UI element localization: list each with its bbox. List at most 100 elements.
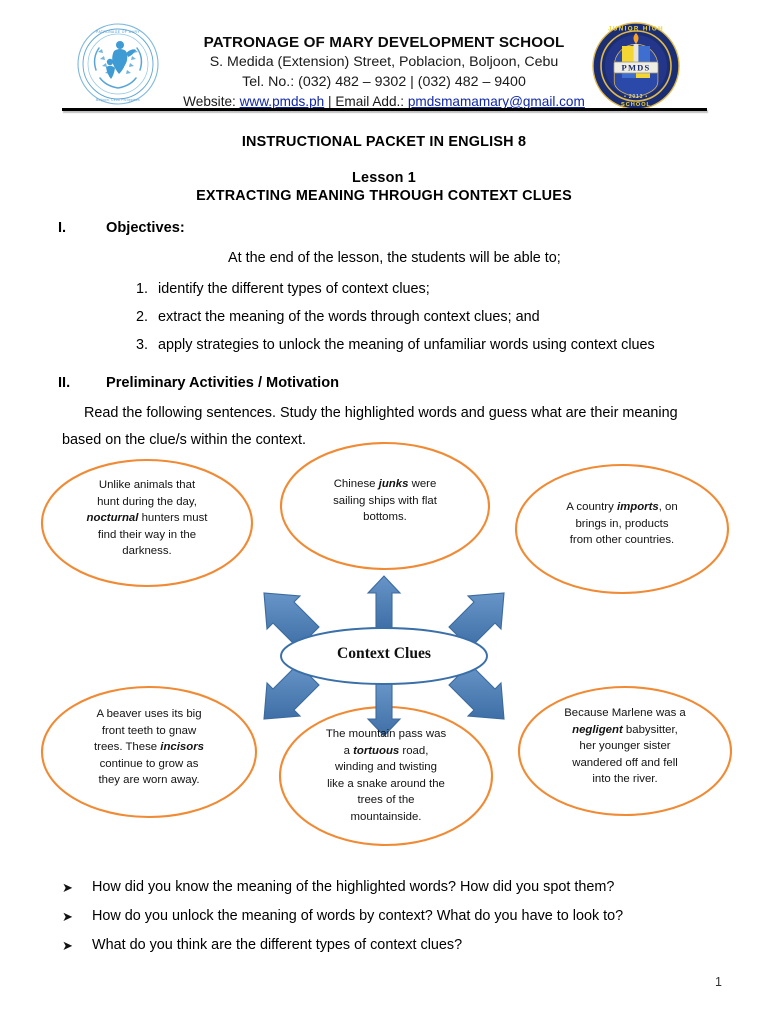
diagram-canvas xyxy=(40,441,733,847)
oval-incisors-text: A beaver uses its big front teeth to gnaw… xyxy=(49,706,249,789)
question-row: ➤ How do you unlock the meaning of words… xyxy=(0,903,768,930)
lesson-label: Lesson 1 xyxy=(352,170,416,186)
page-number: 1 xyxy=(715,975,722,989)
oval-text-line: brings in, products xyxy=(575,517,669,530)
context-clues-diagram: Unlike animals that hunt during the day, n… xyxy=(0,432,768,862)
oval-incisors-shape xyxy=(40,685,258,819)
highlighted-word: negligent xyxy=(572,723,623,736)
school-telephone: Tel. No.: (032) 482 – 9302 | (032) 482 –… xyxy=(242,74,526,90)
arrow-bullet-icon: ➤ xyxy=(62,880,73,895)
oval-text-line: trees of the xyxy=(357,794,415,807)
oval-text-line: find their way in the xyxy=(97,528,197,541)
header-separator: | xyxy=(324,94,336,109)
section-numeral-2: II. xyxy=(58,375,71,391)
oval-negligent-shape xyxy=(517,685,733,817)
svg-text:• 2013 •: • 2013 • xyxy=(624,94,648,100)
oval-text-line: darkness. xyxy=(122,545,172,558)
oval-text-line: from other countries. xyxy=(569,534,675,547)
oval-imports-text: A country imports, on brings in, products… xyxy=(522,499,722,549)
objective-item: identify the different types of context … xyxy=(152,276,768,303)
highlighted-word: junks xyxy=(378,478,409,490)
oval-text-line: wandered off and fell xyxy=(572,756,678,769)
preliminary-paragraph-text: Read the following sentences. Study the … xyxy=(62,405,678,448)
oval-text-line: they are worn away. xyxy=(98,774,200,787)
oval-text-line: hunt during the day, xyxy=(97,495,197,508)
svg-text:Boljoon, Cebu Philippines: Boljoon, Cebu Philippines xyxy=(96,98,140,102)
question-text: What do you think are the different type… xyxy=(92,937,463,953)
section-label-2: Preliminary Activities / Motivation xyxy=(106,375,340,391)
oval-text-line: nocturnal hunters must xyxy=(86,512,208,525)
oval-nocturnal-shape xyxy=(40,458,254,588)
section-numeral-1: I. xyxy=(58,220,67,236)
oval-tortuous-text: The mountain pass was a tortuous road, win… xyxy=(286,726,486,826)
oval-text-line: A beaver uses its big xyxy=(96,708,202,720)
oval-text-line: winding and twisting xyxy=(335,761,437,774)
arrow-up-right xyxy=(448,592,505,649)
oval-text-line: front teeth to gnaw xyxy=(101,724,197,737)
center-node-shape xyxy=(280,627,488,685)
arrow-down-right xyxy=(448,663,505,720)
oval-text-line: bottoms. xyxy=(363,511,407,524)
question-text: How do you unlock the meaning of words b… xyxy=(92,908,624,924)
oval-text-line: trees. These incisors xyxy=(94,741,204,754)
oval-text-line: Because Marlene was a xyxy=(564,707,686,719)
header-divider xyxy=(62,108,707,111)
arrow-down xyxy=(366,683,402,737)
highlighted-word: imports xyxy=(616,501,659,513)
document-body: INSTRUCTIONAL PACKET IN ENGLISH 8 Lesson… xyxy=(0,118,768,454)
oval-text-line: continue to grow as xyxy=(99,757,199,770)
website-link[interactable]: www.pmds.ph xyxy=(239,94,325,109)
oval-text-line: The mountain pass was xyxy=(325,728,447,740)
email-link[interactable]: pmdsmamamary@gmail.com xyxy=(407,94,585,109)
lesson-title: EXTRACTING MEANING THROUGH CONTEXT CLUES xyxy=(196,188,572,204)
objectives-list: identify the different types of context … xyxy=(0,276,768,359)
oval-text-line: like a snake around the xyxy=(327,777,445,790)
oval-text-line: negligent babysitter, xyxy=(572,723,678,736)
question-text: How did you know the meaning of the high… xyxy=(92,879,615,895)
oval-junks-shape xyxy=(279,441,491,571)
question-row: ➤ How did you know the meaning of the hi… xyxy=(0,874,768,901)
oval-nocturnal-text: Unlike animals that hunt during the day, n… xyxy=(47,477,247,560)
objectives-intro: At the end of the lesson, the students w… xyxy=(228,250,561,266)
highlighted-word: nocturnal xyxy=(86,512,139,525)
guide-questions: ➤ How did you know the meaning of the hi… xyxy=(0,872,768,959)
school-web-line: Website: www.pmds.ph | Email Add.: pmdsm… xyxy=(0,92,768,112)
question-row: ➤ What do you think are the different ty… xyxy=(0,932,768,959)
oval-text-line: A country imports, on xyxy=(566,501,678,513)
school-address: S. Medida (Extension) Street, Poblacion,… xyxy=(209,54,559,70)
oval-text-line: sailing ships with flat xyxy=(333,494,437,507)
oval-text-line: mountainside. xyxy=(350,810,422,823)
oval-text-line: Unlike animals that xyxy=(98,479,196,491)
arrow-bullet-icon: ➤ xyxy=(62,938,73,953)
website-label: Website: xyxy=(183,94,240,109)
oval-text-line: her younger sister xyxy=(579,740,671,753)
document-header: PATRONAGE OF MARY Boljoon, Cebu Philippi… xyxy=(0,0,768,118)
highlighted-word: incisors xyxy=(160,741,204,754)
section-heading-preliminary: II. Preliminary Activities / Motivation xyxy=(0,375,768,391)
section-label-1: Objectives: xyxy=(106,220,185,236)
svg-text:JUNIOR HIGH: JUNIOR HIGH xyxy=(608,25,664,32)
arrow-up-left xyxy=(263,592,320,649)
svg-text:PATRONAGE OF MARY: PATRONAGE OF MARY xyxy=(96,30,140,34)
junior-high-school-seal-logo: PMDS JUNIOR HIGH SCHOOL • 2013 • xyxy=(592,22,680,110)
svg-text:PMDS: PMDS xyxy=(622,63,651,73)
arrow-up xyxy=(366,575,402,629)
arrow-bullet-icon: ➤ xyxy=(62,909,73,924)
oval-text-line: a tortuous road, xyxy=(343,744,429,757)
svg-text:SCHOOL: SCHOOL xyxy=(621,102,651,108)
preliminary-paragraph: Read the following sentences. Study the … xyxy=(0,400,768,454)
arrow-down-left xyxy=(263,663,320,720)
center-node-label: Context Clues xyxy=(337,645,431,662)
objective-item: apply strategies to unlock the meaning o… xyxy=(152,332,768,359)
oval-negligent-text: Because Marlene was a negligent babysitte… xyxy=(525,705,725,788)
highlighted-word: tortuous xyxy=(353,744,400,757)
objective-item: extract the meaning of the words through… xyxy=(152,304,768,331)
packet-title: INSTRUCTIONAL PACKET IN ENGLISH 8 xyxy=(241,134,527,150)
oval-imports-shape xyxy=(514,463,730,595)
email-label: Email Add.: xyxy=(335,94,408,109)
pmds-seal-logo: PATRONAGE OF MARY Boljoon, Cebu Philippi… xyxy=(76,22,160,106)
school-name: PATRONAGE OF MARY DEVELOPMENT SCHOOL xyxy=(203,34,565,51)
oval-text-line: into the river. xyxy=(592,773,658,786)
